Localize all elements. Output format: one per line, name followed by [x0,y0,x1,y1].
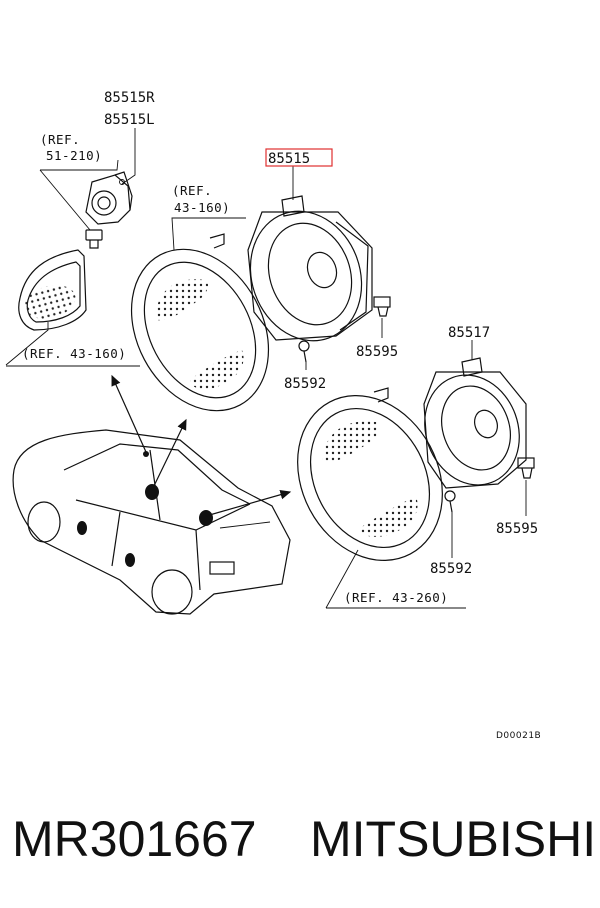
front-speaker-grille [130,233,270,412]
rear-bolt [444,490,456,513]
tweeter-assembly [85,171,133,225]
ref-43-260: (REF. 43-260) [344,590,448,605]
ref-43-160-line1: (REF. [172,183,212,198]
brand-caption: MITSUBISHI [310,811,596,867]
label-85595-rear: 85595 [496,521,538,537]
front-bolt [298,340,310,363]
ref-43-160-line2: 43-160) [174,200,230,215]
label-85515r: 85515R [104,90,155,106]
rear-speaker [423,357,527,489]
label-85517: 85517 [448,325,490,341]
label-85592-rear: 85592 [430,561,472,577]
tweeter-bolt [85,229,103,249]
label-85592-front: 85592 [284,376,326,392]
vehicle-outline [12,429,291,615]
label-85515-highlighted: 85515 [268,151,310,167]
label-85515l: 85515L [104,112,155,128]
ref-43-160-left: (REF. 43-160) [22,346,126,361]
rear-speaker-grille [297,387,443,561]
rear-screw [517,457,535,479]
ref-51-210-line2: 51-210) [46,148,102,163]
tweeter-grille [18,249,87,331]
ref-51-210-line1: (REF. [40,132,80,147]
diagram-code: D00021B [496,731,541,741]
label-85595-front: 85595 [356,344,398,360]
part-number-caption: MR301667 [12,811,257,867]
highlight-box [265,148,333,167]
front-speaker [247,195,373,342]
front-screw [373,296,391,317]
